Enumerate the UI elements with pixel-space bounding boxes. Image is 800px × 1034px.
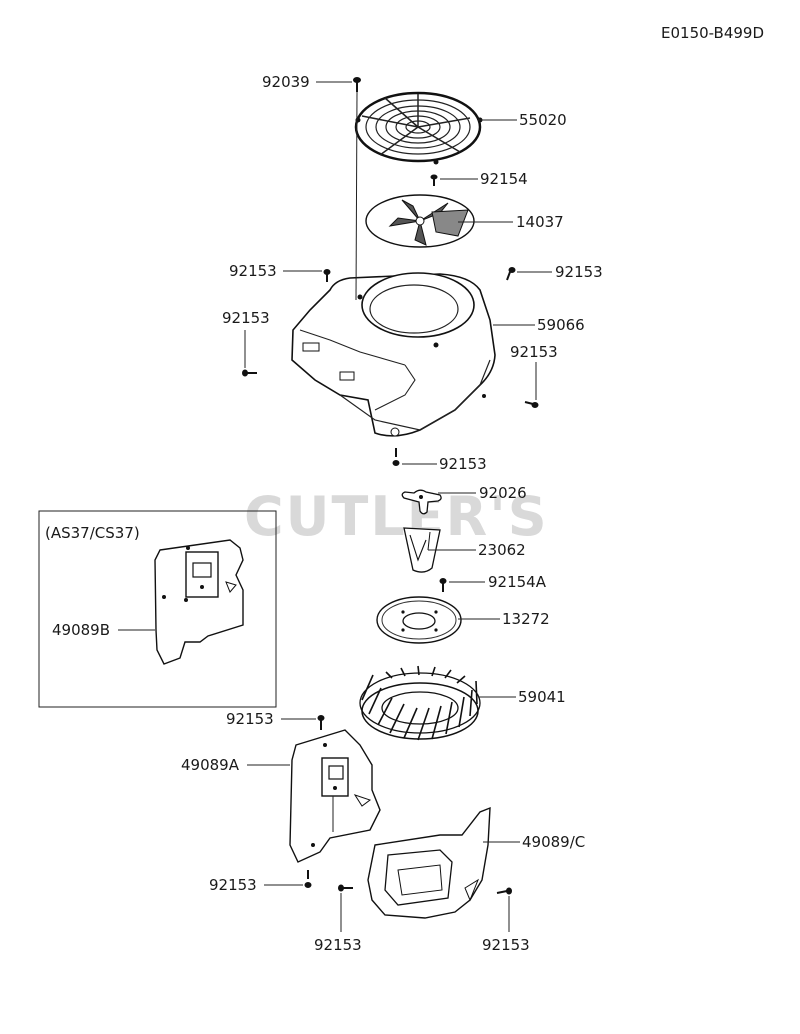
inset-title: (AS37/CS37)	[45, 524, 140, 542]
screw-92039	[353, 77, 361, 92]
leader-lines	[118, 81, 552, 932]
blower-housing-59066	[291, 272, 496, 437]
pulley-23062	[403, 527, 441, 573]
part-label-49089C: 49089/C	[522, 833, 585, 851]
part-label-14037: 14037	[516, 213, 564, 231]
part-label-92153-d: 92153	[510, 343, 558, 361]
part-label-92154: 92154	[480, 170, 528, 188]
part-label-92154A: 92154A	[488, 573, 547, 591]
part-label-92153-a: 92153	[229, 262, 277, 280]
inset-box: (AS37/CS37)	[38, 510, 277, 708]
cover-49089C	[367, 806, 491, 919]
screw-92153-h	[338, 884, 353, 892]
screw-92153-e	[392, 448, 400, 466]
watermark-text: CUTLER'S	[244, 485, 549, 548]
screw-92154	[430, 174, 438, 186]
plate-92026	[401, 489, 442, 515]
part-label-59066: 59066	[537, 316, 585, 334]
part-label-92026: 92026	[479, 484, 527, 502]
part-label-49089B: 49089B	[52, 621, 110, 639]
screw-92153-i	[496, 887, 512, 895]
fan-guard-55020	[354, 91, 483, 165]
part-label-13272: 13272	[502, 610, 550, 628]
screw-92153-f	[317, 715, 325, 730]
screen-14037	[365, 194, 475, 248]
part-label-92153-g: 92153	[209, 876, 257, 894]
diagram-code: E0150-B499D	[661, 24, 764, 42]
screw-92153-a	[323, 269, 331, 282]
part-label-92153-c: 92153	[222, 309, 270, 327]
part-labels: 92039 55020 92154 14037 92153 92153 9215…	[52, 73, 603, 954]
part-label-59041: 59041	[518, 688, 566, 706]
part-label-92153-f: 92153	[226, 710, 274, 728]
plate-13272	[376, 596, 462, 644]
part-label-92153-i: 92153	[482, 936, 530, 954]
fan-59041	[359, 665, 481, 741]
part-label-92153-h: 92153	[314, 936, 362, 954]
screw-92153-g	[304, 870, 312, 888]
part-label-49089A: 49089A	[181, 756, 240, 774]
part-label-92153-e: 92153	[439, 455, 487, 473]
part-label-23062: 23062	[478, 541, 526, 559]
cover-49089A	[289, 729, 381, 863]
screw-92153-b	[506, 267, 516, 281]
part-label-92039: 92039	[262, 73, 310, 91]
part-label-92153-b: 92153	[555, 263, 603, 281]
screw-92154A	[439, 578, 447, 592]
screw-92153-c	[242, 369, 257, 377]
part-label-55020: 55020	[519, 111, 567, 129]
cover-49089B	[154, 539, 244, 665]
screw-92153-d	[524, 401, 539, 408]
